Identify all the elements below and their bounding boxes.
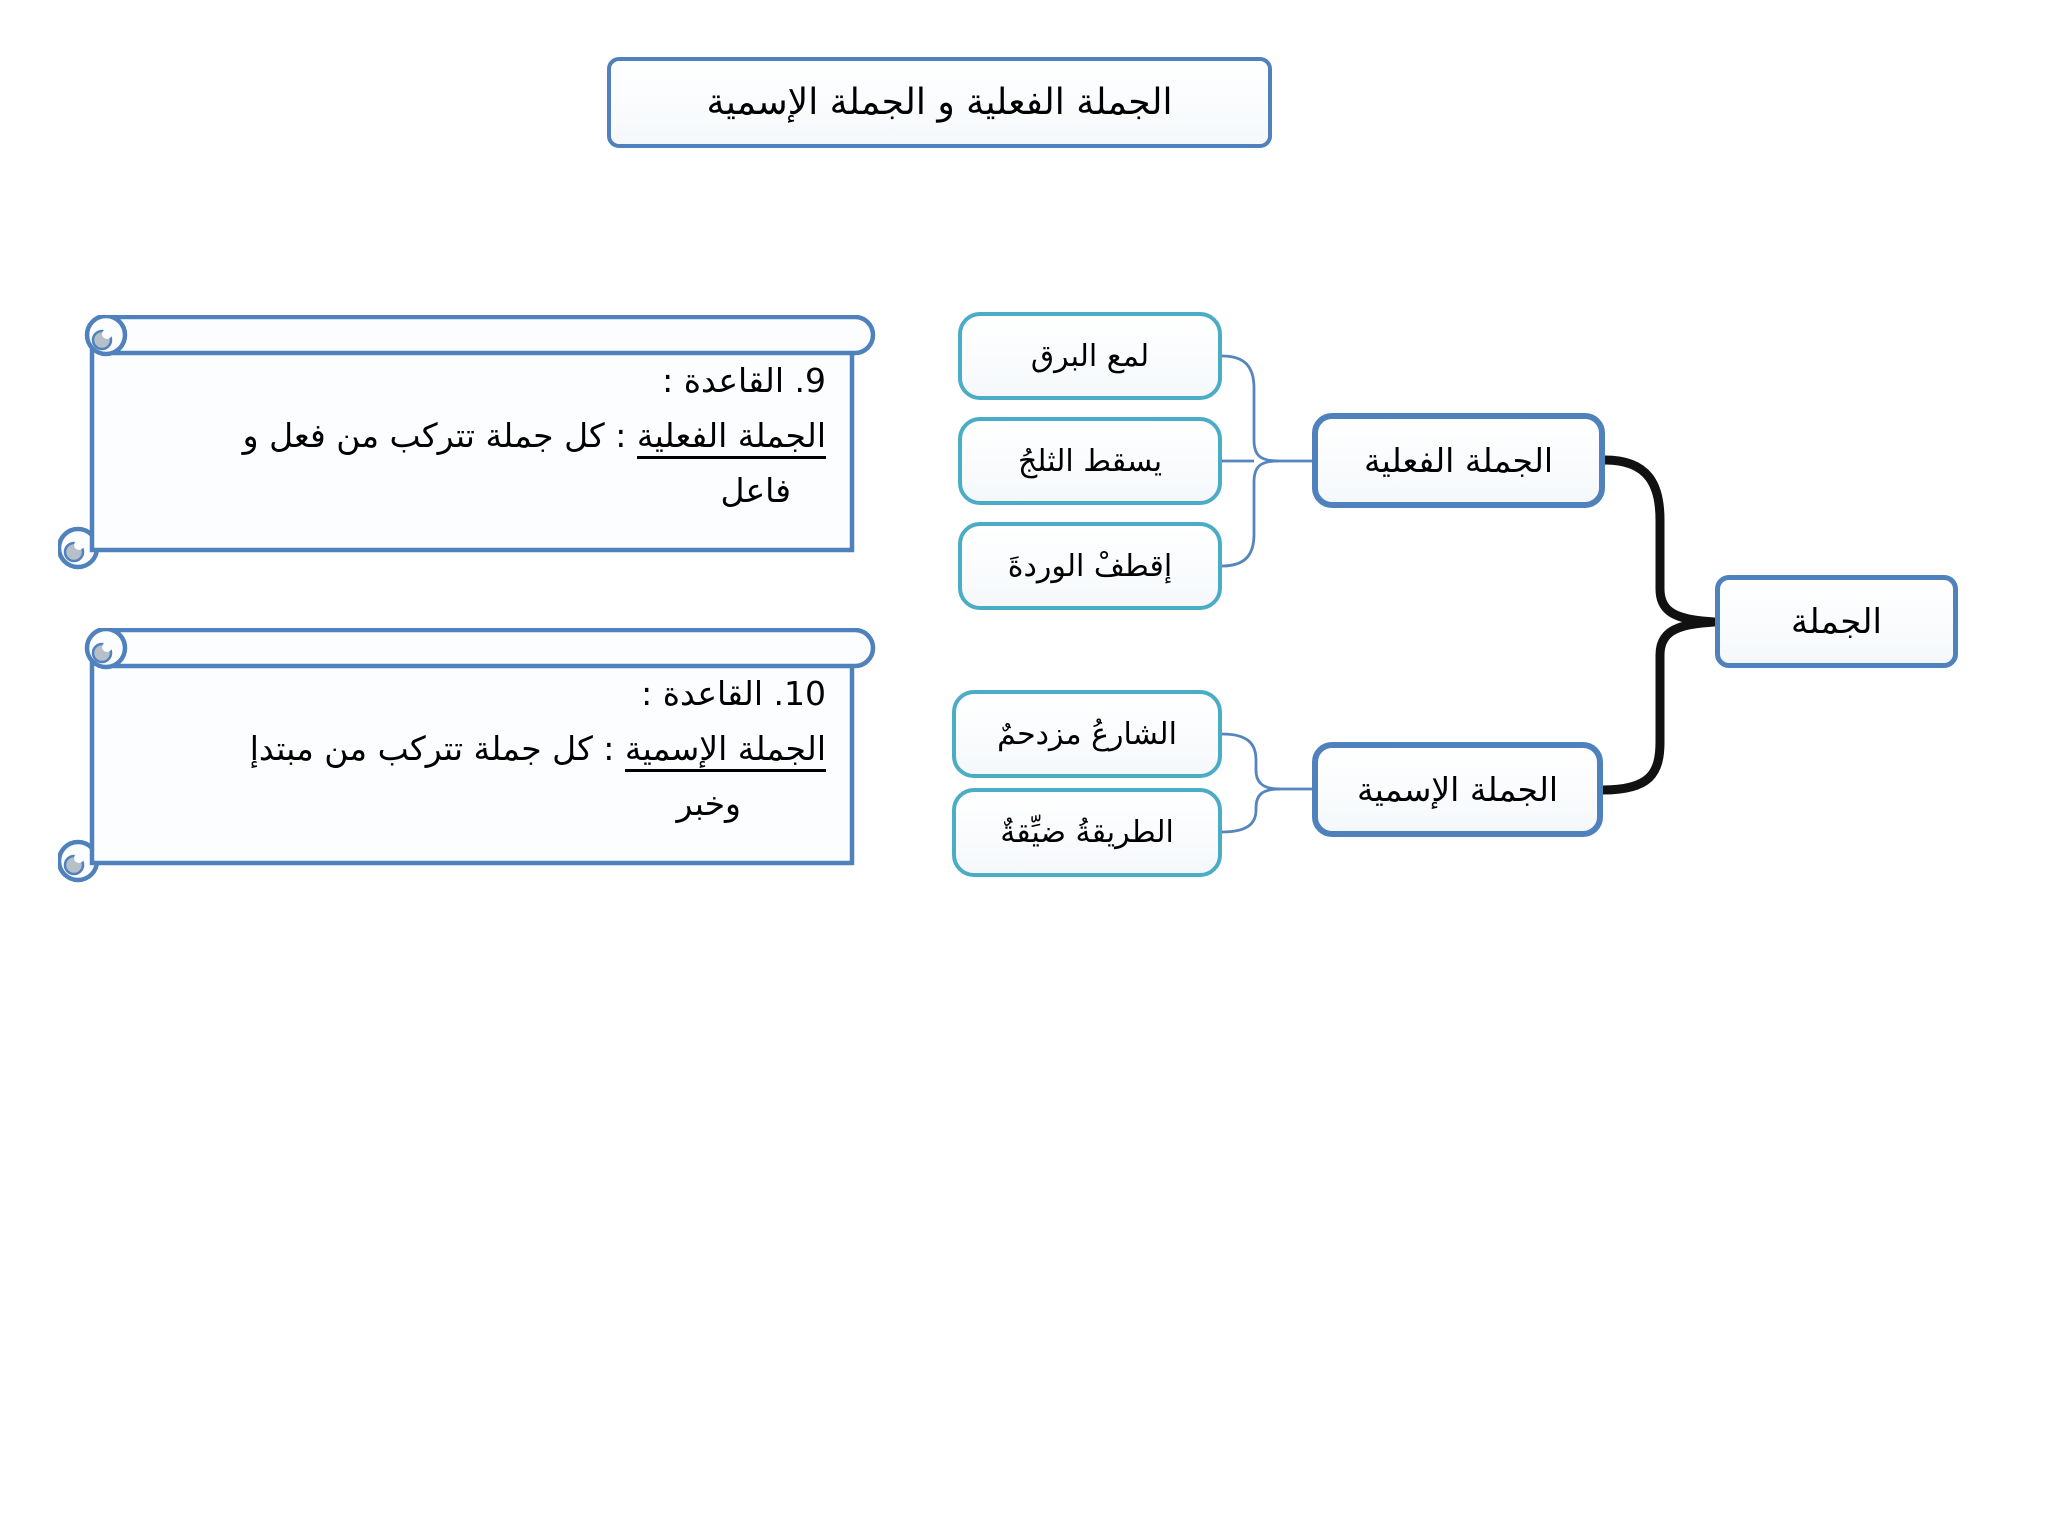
rule-term: الجملة الفعلية (636, 416, 826, 459)
example-node-verbal-3: إقطفْ الوردةَ (958, 522, 1222, 610)
rule-10-text: 10. القاعدة : الجملة الإسمية : كل جملة ت… (108, 666, 826, 831)
rule-heading: 9. القاعدة : (662, 361, 826, 400)
rule-term: الجملة الإسمية (624, 729, 826, 772)
verbal-bracket-connector (1221, 354, 1312, 568)
title-box: الجملة الفعلية و الجملة الإسمية (607, 57, 1272, 148)
example-label: الشارعُ مزدحمٌ (997, 716, 1177, 752)
scroll-curl-top-icon (84, 628, 128, 670)
rule-definition: الجملة الإسمية : كل جملة تتركب من مبتدإ (108, 721, 826, 776)
rule-body: : كل جملة تتركب من فعل و (242, 416, 637, 455)
scroll-curl-top-icon (84, 315, 128, 357)
root-brace-connector (1598, 455, 1719, 795)
example-label: إقطفْ الوردةَ (1007, 548, 1173, 584)
example-node-nominal-2: الطريقةُ ضيِّقةٌ (952, 788, 1222, 877)
scroll-curl-bottom-icon (58, 526, 100, 570)
rule-definition: الجملة الفعلية : كل جملة تتركب من فعل و (108, 408, 826, 463)
example-label: الطريقةُ ضيِّقةٌ (1000, 815, 1174, 850)
scroll-shape (58, 315, 876, 570)
rule-10-scroll: 10. القاعدة : الجملة الإسمية : كل جملة ت… (58, 628, 880, 890)
scroll-shape (58, 628, 876, 883)
branch-label: الجملة الفعلية (1363, 441, 1554, 480)
nominal-bracket-connector (1221, 732, 1312, 834)
branch-node-nominal-sentence: الجملة الإسمية (1312, 742, 1603, 837)
example-label: لمع البرق (1030, 338, 1150, 374)
example-node-verbal-2: يسقط الثلجُ (958, 417, 1222, 505)
example-label: يسقط الثلجُ (1017, 443, 1163, 479)
example-node-nominal-1: الشارعُ مزدحمٌ (952, 690, 1222, 778)
root-node-sentence: الجملة (1715, 575, 1958, 668)
root-label: الجملة (1791, 601, 1882, 642)
example-node-verbal-1: لمع البرق (958, 312, 1222, 400)
branch-label: الجملة الإسمية (1356, 770, 1559, 809)
rule-9-text: 9. القاعدة : الجملة الفعلية : كل جملة تت… (108, 353, 826, 518)
rule-tail: فاعل (720, 471, 791, 510)
branch-node-verbal-sentence: الجملة الفعلية (1312, 413, 1605, 508)
page-title: الجملة الفعلية و الجملة الإسمية (706, 82, 1173, 123)
rule-9-scroll: 9. القاعدة : الجملة الفعلية : كل جملة تت… (58, 315, 880, 577)
rule-heading: 10. القاعدة : (641, 674, 826, 713)
rule-body: : كل جملة تتركب من مبتدإ (249, 729, 625, 768)
rule-tail: وخبر (676, 784, 741, 823)
